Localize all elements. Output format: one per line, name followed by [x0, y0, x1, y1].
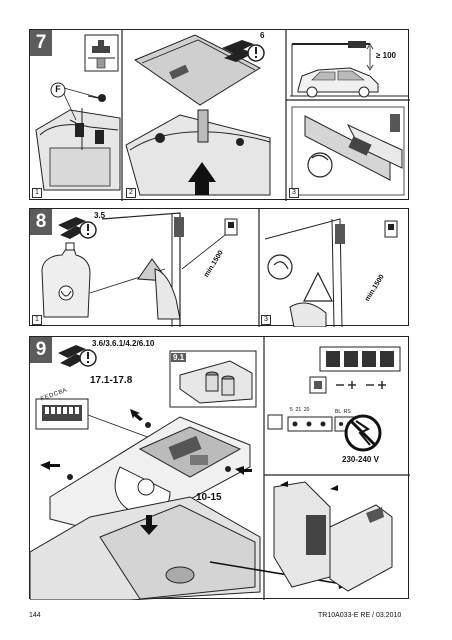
screw-range-bottom: 10-15 — [196, 492, 222, 503]
terminal-labels-b: BL RS — [335, 409, 351, 415]
subfig-8-3: 3 — [261, 315, 271, 325]
spec-ref-number: 6 — [260, 31, 265, 40]
callout-f: F — [55, 84, 61, 94]
step-7-illustration — [35, 30, 410, 201]
spec-ref-icon — [220, 36, 270, 62]
screw-range-top: 17.1-17.8 — [90, 375, 133, 386]
step-8-illustration — [41, 209, 398, 327]
step-9-illustration — [30, 337, 410, 600]
subfig-7-1: 1 — [32, 188, 42, 198]
spec-ref-icon — [58, 213, 98, 239]
detail-tag: 9.1 — [171, 353, 187, 362]
step-7-badge: 7 — [30, 30, 52, 56]
spec-ref-number: 3.6/3.6.1/4.2/6.10 — [92, 339, 155, 348]
subfig-7-3: 3 — [289, 188, 299, 198]
document-reference: TR10A033-E RE / 03.2010 — [318, 612, 402, 619]
step-8-panel: 8 3.5 — [29, 208, 409, 327]
step-9-badge: 9 — [30, 337, 52, 363]
page-number: 144 — [29, 612, 41, 619]
spec-ref-icon — [58, 341, 98, 367]
clearance-label: ≥ 100 — [376, 51, 396, 60]
subfig-7-2: 2 — [126, 188, 136, 198]
terminal-labels: 5 21 20 — [290, 407, 310, 413]
step-8-badge: 8 — [30, 209, 52, 235]
step-7-panel: 7 — [29, 29, 410, 201]
voltage-label: 230-240 V — [342, 455, 379, 464]
subfig-8-1: 1 — [32, 315, 42, 325]
step-9-panel: 9 — [29, 336, 410, 600]
spec-ref-number: 3.5 — [94, 211, 106, 220]
